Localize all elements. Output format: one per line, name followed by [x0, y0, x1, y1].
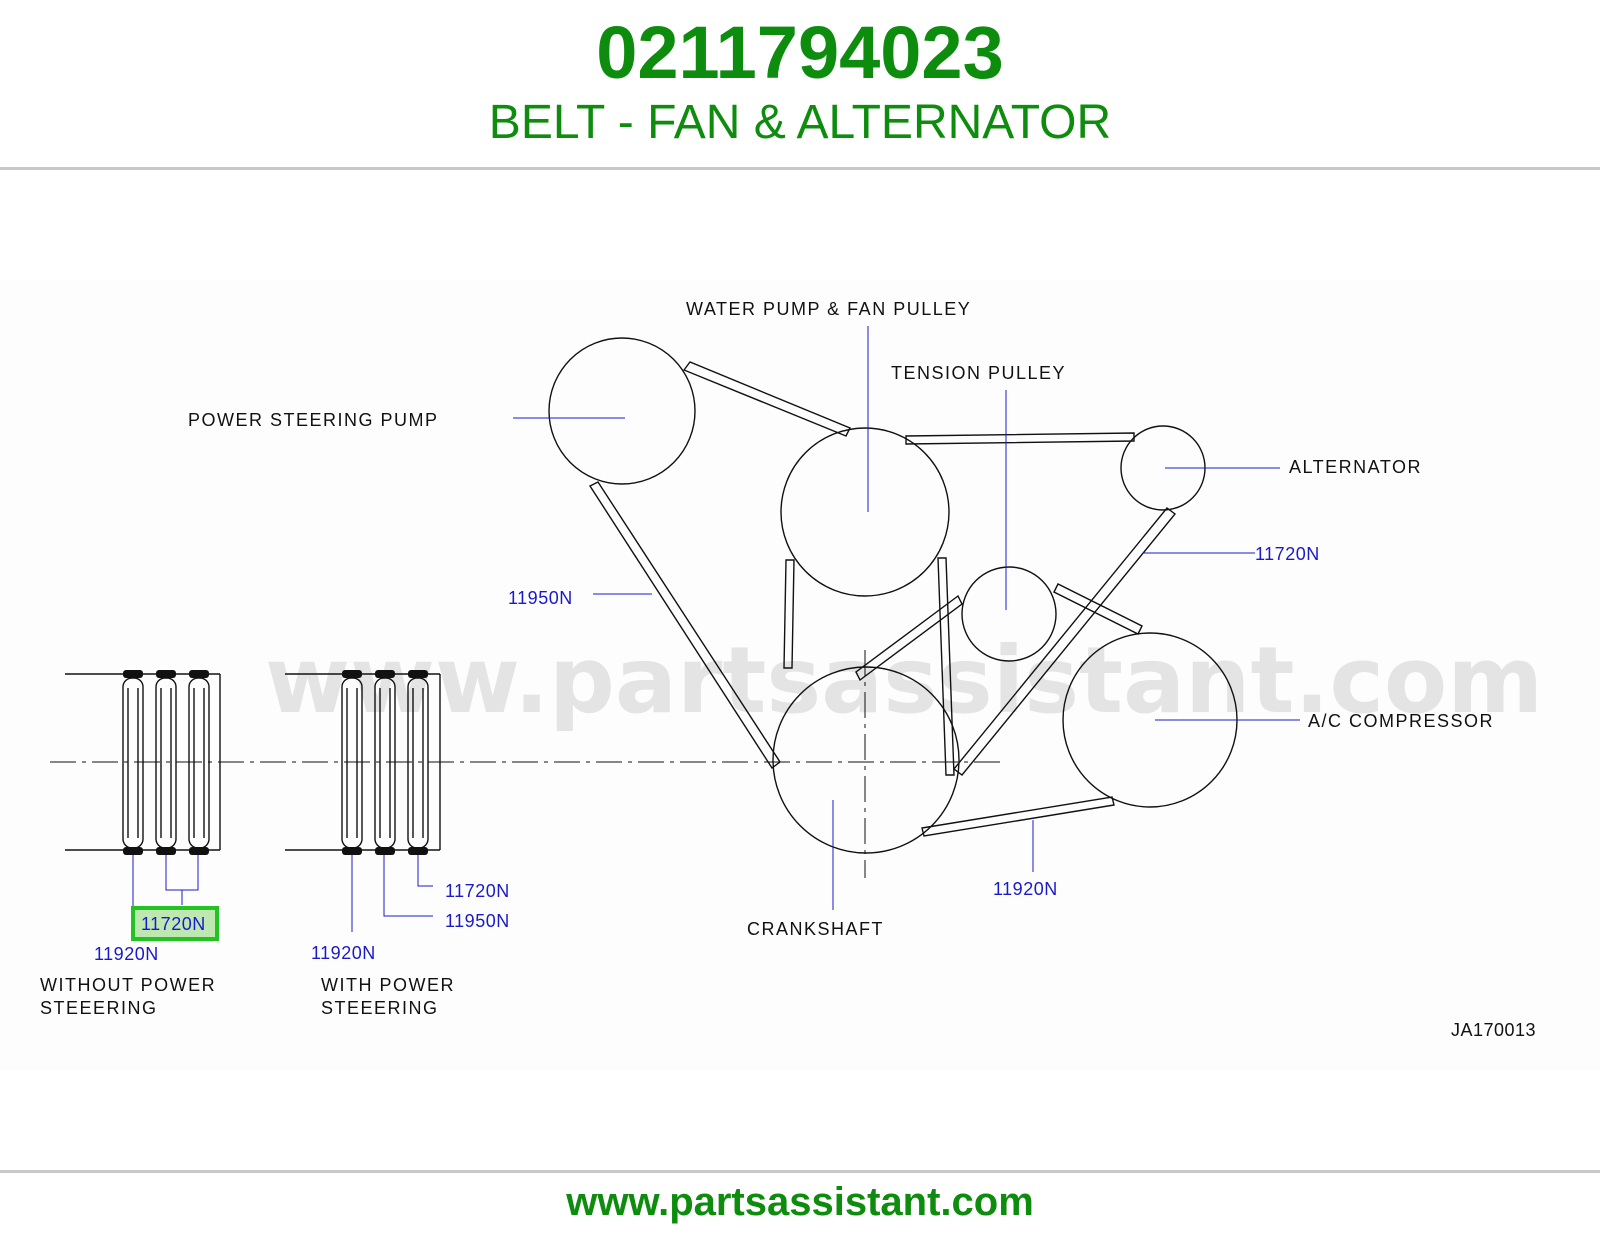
header-divider — [0, 167, 1600, 170]
label-alternator: ALTERNATOR — [1289, 457, 1422, 477]
footer-site-link[interactable]: www.partsassistant.com — [566, 1180, 1034, 1224]
caption-with-ps-line2: STEEERING — [321, 998, 439, 1018]
label-water-pump-fan-pulley: WATER PUMP & FAN PULLEY — [686, 299, 971, 319]
page-title: BELT - FAN & ALTERNATOR — [488, 96, 1112, 149]
part-link-11950n-with-ps[interactable]: 11950N — [445, 911, 510, 931]
part-link-11720n-with-ps[interactable]: 11720N — [445, 881, 510, 901]
caption-without-ps-line1: WITHOUT POWER — [40, 975, 216, 995]
water-pump-fan-pulley — [780, 427, 950, 597]
power-steering-pulley — [548, 337, 696, 485]
belt-11720n — [905, 432, 1177, 776]
footer-divider — [0, 1170, 1600, 1173]
drawing-code: JA170013 — [1451, 1020, 1536, 1040]
label-ac-compressor: A/C COMPRESSOR — [1308, 711, 1494, 731]
crankshaft-pulley — [772, 666, 960, 854]
part-link-11720n-main[interactable]: 11720N — [1255, 544, 1320, 564]
tension-pulley — [961, 566, 1057, 662]
label-power-steering-pump: POWER STEERING PUMP — [188, 410, 439, 430]
caption-with-ps-line1: WITH POWER — [321, 975, 455, 995]
part-link-11920n-main[interactable]: 11920N — [993, 879, 1058, 899]
label-crankshaft: CRANKSHAFT — [747, 919, 884, 939]
part-link-11920n-without-ps[interactable]: 11920N — [94, 944, 159, 964]
part-link-11920n-with-ps[interactable]: 11920N — [311, 943, 376, 963]
highlighted-part-11720n[interactable]: 11720N — [131, 906, 219, 941]
watermark-text: www.partsassistant.com — [265, 627, 1543, 734]
belt-diagram: www.partsassistant.com — [0, 280, 1600, 1070]
part-link-11950n-main[interactable]: 11950N — [508, 588, 573, 608]
caption-without-ps-line2: STEEERING — [40, 998, 158, 1018]
belt-11920n — [855, 557, 1143, 837]
label-tension-pulley: TENSION PULLEY — [891, 363, 1066, 383]
part-link-11720n-without-ps[interactable]: 11720N — [141, 914, 206, 934]
belt-diagram-svg: www.partsassistant.com — [40, 299, 1543, 1040]
part-number-heading: 0211794023 — [596, 11, 1004, 94]
